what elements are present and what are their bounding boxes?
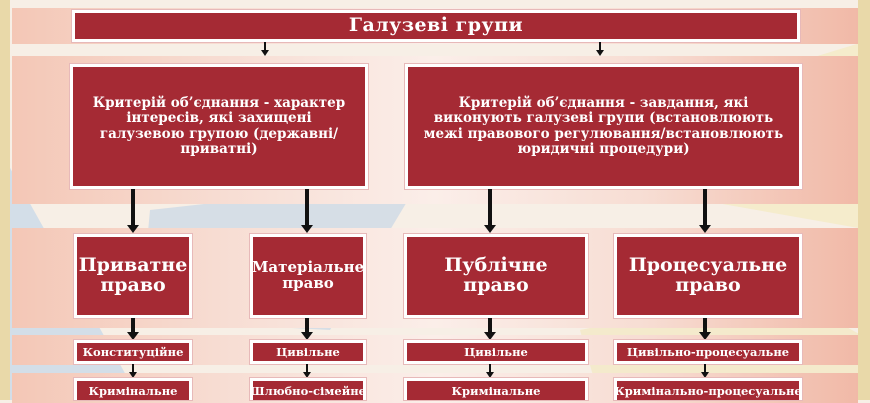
criterion-tasks: Критерій об’єднання - завдання, які вико… xyxy=(405,64,802,189)
branch-constitutional: Конституційне xyxy=(74,340,192,364)
diagram-title: Галузеві групи xyxy=(72,10,800,42)
private-law-box: Приватне право xyxy=(74,234,192,318)
branch-criminal-public: Кримінальне xyxy=(404,378,588,400)
frame-right xyxy=(858,0,870,400)
branch-criminal-procedural: Кримінально-процесуальне xyxy=(614,378,802,400)
criterion-interests: Критерій об’єднання - характер інтересів… xyxy=(70,64,368,189)
branch-civil-procedural: Цивільно-процесуальне xyxy=(614,340,802,364)
branch-marriage-family: Шлюбно-сімейне xyxy=(250,378,366,400)
frame-left xyxy=(0,0,10,400)
branch-civil-public: Цивільне xyxy=(404,340,588,364)
branch-criminal-private: Кримінальне xyxy=(74,378,192,400)
branch-civil-material: Цивільне xyxy=(250,340,366,364)
public-law-box: Публічне право xyxy=(404,234,588,318)
material-law-box: Матеріальне право xyxy=(250,234,366,318)
procedural-law-box: Процесуальне право xyxy=(614,234,802,318)
